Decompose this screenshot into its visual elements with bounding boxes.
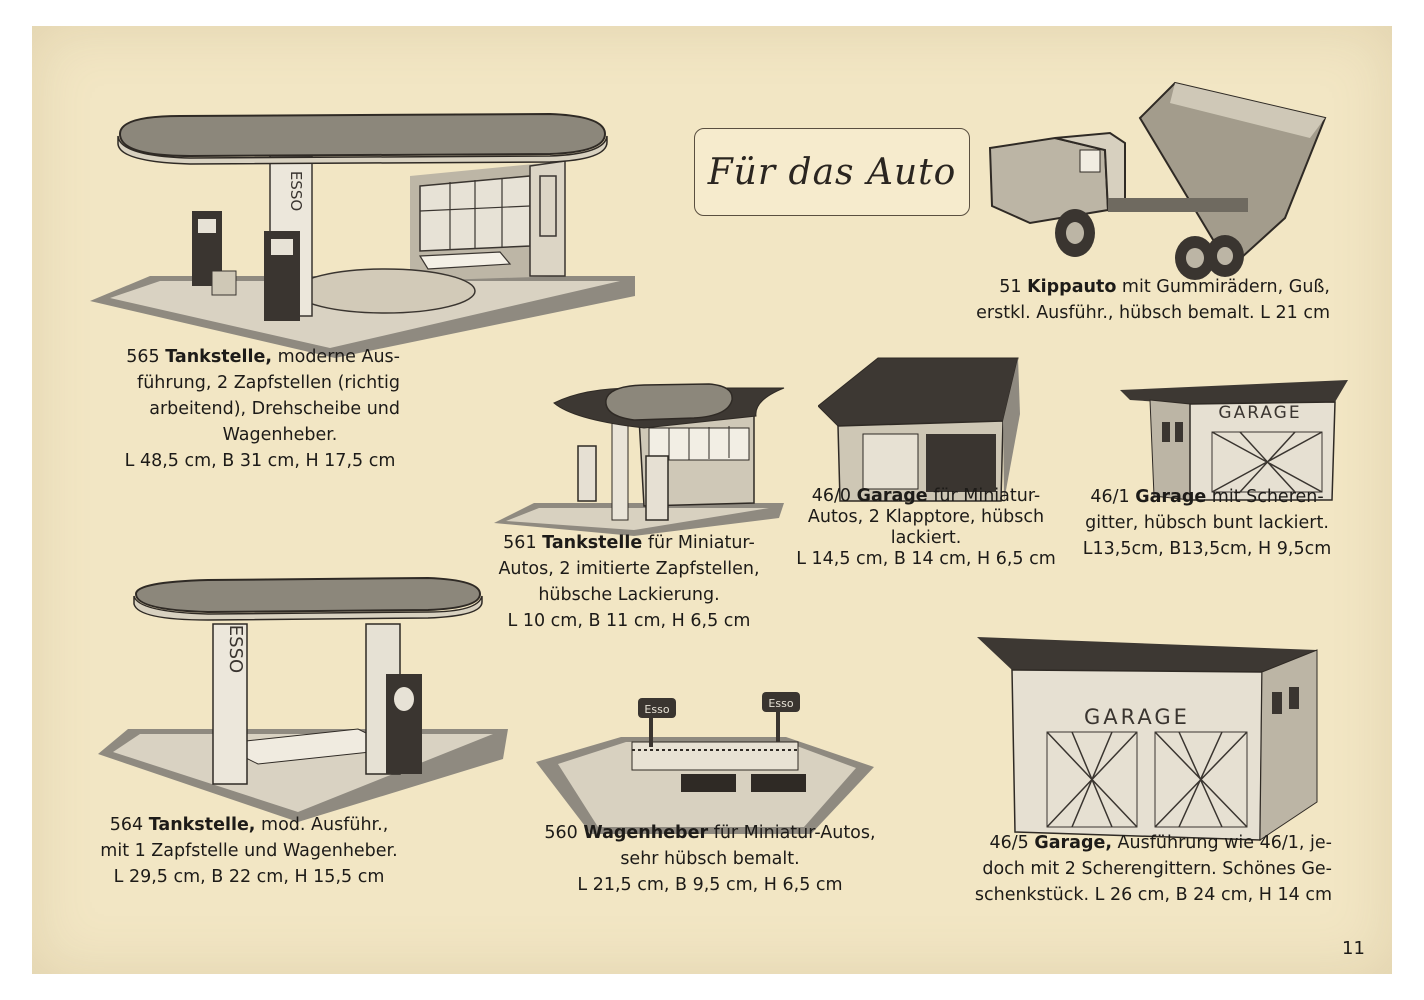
item-name: Garage — [856, 486, 928, 506]
catalog-page: Für das Auto ESSO — [32, 26, 1392, 974]
item-number: 565 — [126, 347, 160, 367]
caption-item-51: 51 Kippauto mit Gummirädern, Guß, erstkl… — [950, 274, 1330, 326]
item-name: Tankstelle, — [165, 347, 272, 367]
item-number: 51 — [999, 277, 1022, 297]
caption-line: erstkl. Ausführ., hübsch bemalt. L 21 cm — [976, 303, 1330, 323]
item-number: 561 — [503, 533, 537, 553]
caption-line: mit Gummirädern, Guß, — [1116, 277, 1330, 297]
caption-line: Autos, 2 Klapptore, hübsch — [807, 507, 1045, 527]
caption-line: mit Scheren- — [1206, 487, 1324, 507]
esso-sign-560-right: Esso — [768, 697, 793, 710]
item-name: Wagenheber — [583, 823, 709, 843]
caption-line: Ausführung wie 46/1, je- — [1111, 833, 1332, 853]
caption-line: sehr hübsch bemalt. — [620, 849, 800, 869]
caption-line: führung, 2 Zapfstellen (richtig — [137, 373, 400, 393]
garage-sign-46-1: GARAGE — [1218, 403, 1301, 423]
caption-line: mod. Ausführ., — [255, 815, 389, 835]
caption-dimensions: schenkstück. L 26 cm, B 24 cm, H 14 cm — [974, 885, 1332, 905]
caption-line: für Miniatur-Autos, — [708, 823, 876, 843]
item-name: Kippauto — [1027, 277, 1117, 297]
item-number: 560 — [544, 823, 578, 843]
caption-dimensions: L 14,5 cm, B 14 cm, H 6,5 cm — [796, 549, 1056, 569]
page-number: 11 — [1342, 938, 1365, 959]
caption-dimensions: L 10 cm, B 11 cm, H 6,5 cm — [507, 611, 751, 631]
item-name: Garage, — [1034, 833, 1112, 853]
caption-dimensions: L 21,5 cm, B 9,5 cm, H 6,5 cm — [577, 875, 843, 895]
caption-line: arbeitend), Drehscheibe und — [149, 399, 400, 419]
item-name: Tankstelle — [542, 533, 643, 553]
esso-sign-560-left: Esso — [644, 703, 669, 716]
section-title: Für das Auto — [707, 151, 957, 193]
gas-station-561-illustration — [494, 383, 785, 536]
caption-line: für Miniatur- — [642, 533, 755, 553]
caption-line: Wagenheber. — [222, 425, 338, 445]
item-number: 46/1 — [1090, 487, 1130, 507]
garage-46-0-illustration — [818, 357, 1020, 502]
caption-dimensions: L 48,5 cm, B 31 cm, H 17,5 cm — [124, 451, 396, 471]
caption-line: hübsche Lackierung. — [538, 585, 720, 605]
car-lift-560-illustration: Esso Esso — [536, 692, 874, 834]
caption-item-560: 560 Wagenheber für Miniatur-Autos, sehr … — [520, 820, 900, 898]
garage-46-1-illustration: GARAGE — [1120, 380, 1348, 501]
item-name: Garage — [1135, 487, 1207, 507]
caption-line: moderne Aus- — [272, 347, 400, 367]
caption-item-565: 565 Tankstelle, moderne Aus- führung, 2 … — [90, 344, 400, 474]
caption-line: doch mit 2 Scherengittern. Schönes Ge- — [982, 859, 1332, 879]
caption-item-46-5: 46/5 Garage, Ausführung wie 46/1, je- do… — [950, 830, 1332, 908]
gas-station-565-illustration: ESSO — [90, 112, 635, 358]
esso-sign-564: ESSO — [225, 625, 246, 673]
caption-line: lackiert. — [890, 528, 962, 548]
caption-line: für Miniatur- — [927, 486, 1041, 506]
caption-line: Autos, 2 imitierte Zapfstellen, — [498, 559, 760, 579]
garage-sign-46-5: GARAGE — [1084, 705, 1190, 729]
garage-46-5-illustration: GARAGE — [977, 637, 1318, 841]
caption-dimensions: L13,5cm, B13,5cm, H 9,5cm — [1082, 539, 1332, 559]
item-number: 564 — [109, 815, 144, 835]
caption-item-561: 561 Tankstelle für Miniatur- Autos, 2 im… — [484, 530, 774, 634]
caption-item-46-0: 46/0 Garage für Miniatur- Autos, 2 Klapp… — [790, 486, 1062, 570]
section-title-box: Für das Auto — [694, 128, 970, 216]
item-number: 46/0 — [811, 486, 852, 506]
caption-line: mit 1 Zapfstelle und Wagenheber. — [100, 841, 398, 861]
caption-dimensions: L 29,5 cm, B 22 cm, H 15,5 cm — [113, 867, 385, 887]
item-name: Tankstelle, — [148, 815, 256, 835]
dump-truck-51-illustration — [988, 81, 1327, 280]
esso-sign-565: ESSO — [287, 171, 305, 211]
item-number: 46/5 — [989, 833, 1029, 853]
caption-item-46-1: 46/1 Garage mit Scheren- gitter, hübsch … — [1072, 484, 1342, 562]
caption-line: gitter, hübsch bunt lackiert. — [1085, 513, 1329, 533]
caption-item-564: 564 Tankstelle, mod. Ausführ., mit 1 Zap… — [84, 812, 414, 890]
gas-station-564-illustration: ESSO — [98, 576, 508, 822]
